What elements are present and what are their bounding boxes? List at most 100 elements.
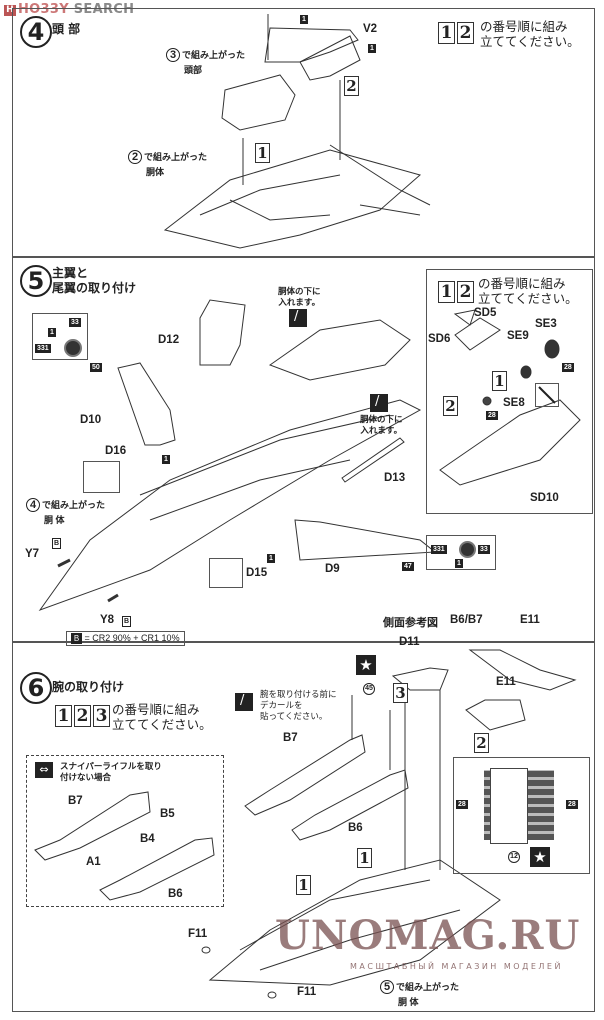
note-line: 胴体の下に [360,415,403,425]
no-use-icon [535,383,559,407]
sd5-part [453,309,476,326]
seq-1: 1 [55,705,72,727]
seq-2: 2 [457,281,474,303]
sequence-marker-2: 2 [443,396,458,416]
ref-text: で組み上がった [182,50,246,60]
seq-2: 2 [74,705,91,727]
part-label-f11: F11 [188,928,208,940]
part-label-f11: F11 [297,986,317,998]
sequence-marker-2: 2 [474,733,489,753]
part-label-sd5: SD5 [474,307,497,319]
paint-code-50: 50 [90,363,102,372]
note-line: 入れます。 [360,426,403,436]
part-label-v2: V2 [363,23,378,35]
step4-sequence: 1 2 [438,22,474,44]
sequence-marker-3: 3 [393,683,408,703]
watermark-hobby-text: HO33Y [18,2,69,17]
decal-brush-icon: / [235,693,253,711]
sequence-marker-2: 2 [344,76,359,96]
se3-nozzle [544,339,560,359]
ref-text: で組み上がった [144,152,208,162]
paint-code-331: 331 [35,344,51,353]
ref-text: 頭部 [184,65,203,75]
alt-box-title: スナイパーライフルを取り 付けない場合 [60,762,162,784]
mix-text: = CR2 90% + CR1 10% [84,633,180,643]
hand-palm [490,768,528,844]
fuel-cap-icon [459,541,476,558]
paint-code-28: 28 [456,800,468,809]
note-line: 胴体の下に [278,287,321,297]
seq-3: 3 [93,705,110,727]
seq-text-line: の番号順に組み [112,702,200,717]
part-label-se8: SE8 [503,397,525,409]
b6-arm [291,769,409,841]
title-line: 主翼と [52,266,89,280]
paint-mix-formula: B = CR2 90% + CR1 10% [66,631,185,646]
step5-number: 5 [20,265,52,297]
part-label-sd10: SD10 [530,492,559,504]
part-label-y7: Y7 [25,548,40,560]
hobbysearch-logo-icon: H [4,5,16,16]
ref-text: 胴 体 [44,515,65,525]
note-line: 入れます。 [278,298,321,308]
ref-number-circle: 5 [380,980,394,995]
head-canopy-part [264,27,359,63]
step6-title: 腕の取り付け [52,680,125,694]
sequence-marker-1: 1 [357,848,372,868]
b7-arm [244,734,366,816]
paint-code-33: 33 [69,318,81,327]
seq-1: 1 [438,22,455,44]
fuel-cap-icon [64,339,82,357]
alt-part-label-b5: B5 [160,808,175,820]
step4-number: 4 [20,16,52,48]
no-rifle-alt-box [26,755,224,907]
body-step6 [208,859,501,986]
sequence-marker-1: 1 [255,143,270,163]
alt-b7-arm [34,791,151,861]
sd-inset-engine [439,399,581,486]
alt-title-line: 付けない場合 [60,773,112,783]
d12-tail-fin [199,299,246,366]
step6-panel [12,642,595,1012]
decal-number-circle: 45 [363,683,375,696]
step6-sequence: 1 2 3 [55,705,110,727]
body-step4 [163,149,422,249]
paint-code-1: 1 [48,328,56,337]
decal-number-45: 45 [363,683,377,697]
watermark-search-text: SEARCH [73,2,135,17]
step5-title: 主翼と 尾翼の取り付け [52,266,136,296]
d10-wing [117,362,176,446]
alt-part-label-b4: B4 [140,833,155,845]
decal-note-top: 胴体の下に 入れます。 [278,287,321,309]
part-label-b6-b7: B6/B7 [450,614,483,626]
seq-text-line: 立ててください。 [480,34,580,49]
inset-sequence-text: の番号順に組み 立ててください。 [478,276,578,306]
paint-marker-1: 1 [368,44,376,53]
paint-marker-1: 1 [267,554,275,563]
ref-number-circle: 2 [128,150,142,165]
fuselage-step5 [38,399,422,612]
d15-detail-box [209,558,243,588]
head-assembly [221,74,296,131]
alt-part-label-a1: A1 [86,856,101,868]
step4-title: 頭 部 [52,22,81,36]
paint-code-b: B [122,616,132,627]
alt-part-label-b6: B6 [168,888,183,900]
seq-text-line: 立ててください。 [478,291,578,306]
alt-title-line: スナイパーライフルを取り [60,762,162,772]
note-line: 腕を取り付ける前に [260,690,337,700]
seq-text-line: の番号順に組み [480,19,568,34]
part-label-d10: D10 [80,414,102,426]
note-line: 貼ってください。 [260,712,328,722]
e11-hand [465,699,526,731]
alt-b6-arm [99,837,215,901]
unomag-watermark-subtitle: МАСШТАБНЫЙ МАГАЗИН МОДЕЛЕЙ [350,962,563,971]
hand-detail-inset [453,757,590,874]
mix-code: B [71,633,82,644]
step5-engine-inset [426,269,593,514]
part-label-d9: D9 [325,563,340,575]
alt-part-label-b7: B7 [68,795,83,807]
